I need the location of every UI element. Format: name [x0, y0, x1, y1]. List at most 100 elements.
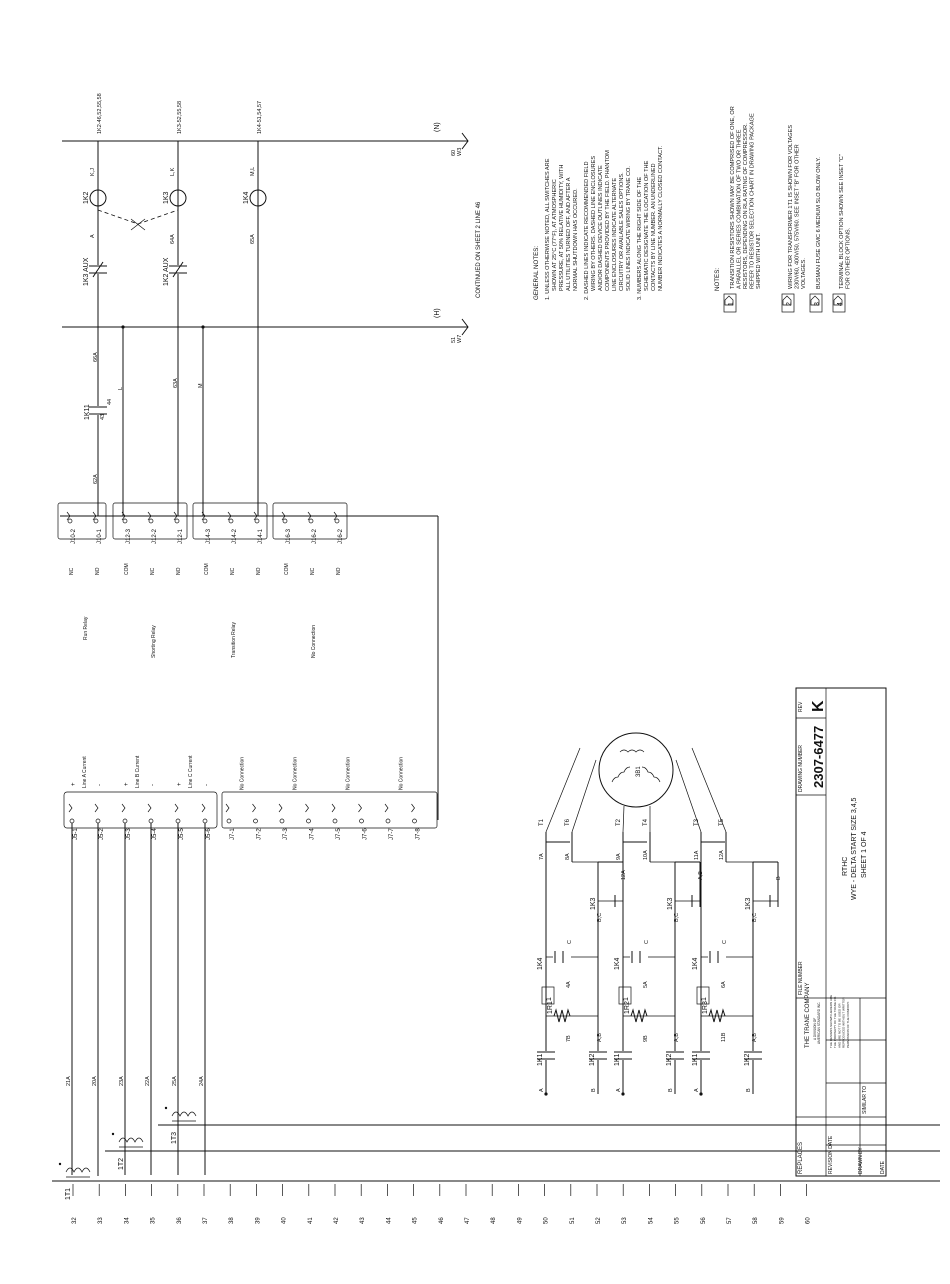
- contact-pole: B: [591, 1088, 597, 1092]
- relay-terminal: J12-2: [152, 528, 158, 544]
- relay-terminal-type: NC: [230, 567, 236, 575]
- ct-wire-label: 22A: [145, 1076, 151, 1086]
- contact-pole: A: [616, 1088, 622, 1092]
- j7-terminal: J7-7: [389, 828, 395, 840]
- compressor-motor: 3B1: [598, 732, 674, 808]
- relay-terminal-type: NO: [256, 567, 262, 575]
- ct-polarity: -: [204, 784, 210, 786]
- j7-terminal: J7-5: [336, 828, 342, 840]
- line-number: 57: [727, 1217, 733, 1224]
- coil-terminals: K,J: [90, 168, 96, 176]
- general-note-line: SOLID LINES INDICATE WIRING BY TRANE CO.: [626, 166, 632, 291]
- title-block: REPLACES THE TRANE COMPANY A DIVISION OF…: [795, 687, 887, 1177]
- transition-contactor-tag: 1K4: [537, 957, 544, 970]
- contact-pole-bc: B,C: [597, 913, 603, 922]
- relay-terminal: J16-3: [286, 528, 292, 544]
- line-number: 42: [334, 1217, 340, 1224]
- drawing-number: 2307-6477: [811, 726, 826, 788]
- general-note-line: LINE ENCLOSURES INDICATE ALTERNATE: [612, 178, 618, 291]
- contact-1k11-tag: 1K11: [84, 404, 91, 420]
- aux-contact-1k2: [169, 261, 187, 278]
- general-note-line: 3. NUMBERS ALONG THE RIGHT SIDE OF THE: [637, 177, 643, 300]
- line-number: 53: [622, 1217, 628, 1224]
- ct-wire-label: 25A: [172, 1076, 178, 1086]
- relay-terminal-type: NO: [95, 567, 101, 575]
- coil-line-reference: 1K2-46,52,55,58: [97, 93, 103, 134]
- contact-pole: B: [746, 1088, 752, 1092]
- ct-tag: 1T2: [118, 1158, 125, 1170]
- control-circuit: (N) 60 W3 (H) 51 W7 CONTINUED ON SHEET 2…: [62, 93, 482, 516]
- j7-terminal: J7-2: [257, 828, 263, 840]
- coil-tag: 1K2: [83, 191, 90, 204]
- drawing-number-label: DRAWING NUMBER: [798, 745, 804, 792]
- resistor-note-flag: 1: [618, 986, 632, 1005]
- resistor-wire-2: 6A: [721, 981, 727, 988]
- resistor-note-flag: 1: [541, 986, 555, 1005]
- file-number-label: FILE NUMBER: [798, 961, 804, 995]
- ct-polarity: +: [71, 782, 77, 786]
- general-note-line: CONTACTS BY LINE NUMBER. AN UNDERLINED: [651, 163, 657, 291]
- revision-date-label: REVISION DATE: [828, 1135, 834, 1174]
- continued-note: CONTINUED ON SHEET 2 LINE 46: [476, 201, 482, 298]
- line-number: 32: [72, 1217, 78, 1224]
- numbered-note-line: TERMINAL BLOCK OPTION SHOWN SEE INSET "C…: [839, 154, 845, 289]
- current-transformer: 1T1: [52, 1162, 940, 1200]
- numbered-note-line: TRANSITION RESISTORS SHOWN MAY BE COMPRI…: [730, 106, 736, 289]
- relay-terminal: J12-1: [178, 528, 184, 544]
- title-block-fine-line: AND ARE NOT TO BE USED OR: [837, 1003, 841, 1048]
- relay-name: No Connection: [311, 625, 317, 658]
- rail-h-wire-2: W7: [457, 335, 463, 343]
- transition-resistor-tag: 1R1: [547, 1001, 554, 1014]
- relay-name: Shorting Relay: [151, 625, 157, 658]
- delta-contactor-tag: 1K3: [667, 897, 674, 910]
- current-transformer: 1T2: [105, 1132, 940, 1170]
- relay-terminal: J14-1: [258, 528, 264, 544]
- contact-pole-bc: B,C: [674, 913, 680, 922]
- ct-terminal: J5-4: [152, 828, 158, 840]
- j7-terminal: J7-1: [230, 828, 236, 840]
- motor-lead: T2: [616, 818, 622, 826]
- relay-name: Run Relay: [83, 616, 89, 640]
- motor-wire: 11A: [694, 850, 700, 860]
- main-contactor-tag: 1K2: [589, 1053, 596, 1066]
- general-note-line: SCHEMATIC DESIGNATE THE LOCATION OF THE: [644, 160, 650, 291]
- date-label: DATE: [880, 1160, 886, 1174]
- ct-tag: 1T1: [65, 1188, 72, 1200]
- motor-wire: 10A: [643, 850, 649, 860]
- current-transformer: 1T3: [158, 1106, 940, 1144]
- j7-no-connection: No Connection: [240, 757, 246, 790]
- general-note-line: COMPONENTS PROVIDED BY THE FIELD. PHANTO…: [605, 150, 611, 291]
- wire-m: M: [198, 383, 204, 388]
- wire-62a: 62A: [93, 474, 99, 484]
- motor-lead: T5: [719, 818, 725, 826]
- general-notes-list: 1. UNLESS OTHERWISE NOTED, ALL SWITCHES …: [545, 145, 664, 300]
- drawn-by-label: DRAWN BY: [858, 1147, 864, 1174]
- contact-1k11-term-1: 43: [100, 414, 106, 420]
- notes-block: GENERAL NOTES: 1. UNLESS OTHERWISE NOTED…: [533, 106, 852, 313]
- replaces-label: REPLACES: [798, 1142, 804, 1174]
- line-number: 48: [491, 1217, 497, 1224]
- motor-lead: T4: [643, 818, 649, 826]
- contact-pole-ab: A,B: [752, 1033, 758, 1042]
- contact-pole-c: C: [722, 940, 728, 944]
- ct-wire-label: 24A: [199, 1076, 205, 1086]
- motor-wire: 12A: [719, 850, 725, 860]
- coil-wire-label: 65A: [250, 234, 256, 244]
- relay-terminal-type: COM: [124, 563, 130, 575]
- transition-contactor-tag: 1K4: [614, 957, 621, 970]
- contact-1k11: [89, 406, 107, 415]
- line-number: 45: [413, 1217, 419, 1224]
- relay-terminal: J10-1: [97, 528, 103, 544]
- rev-letter: K: [810, 700, 827, 712]
- ct-terminal: J5-5: [179, 828, 185, 840]
- ct-polarity: +: [124, 782, 130, 786]
- line-number: 39: [255, 1217, 261, 1224]
